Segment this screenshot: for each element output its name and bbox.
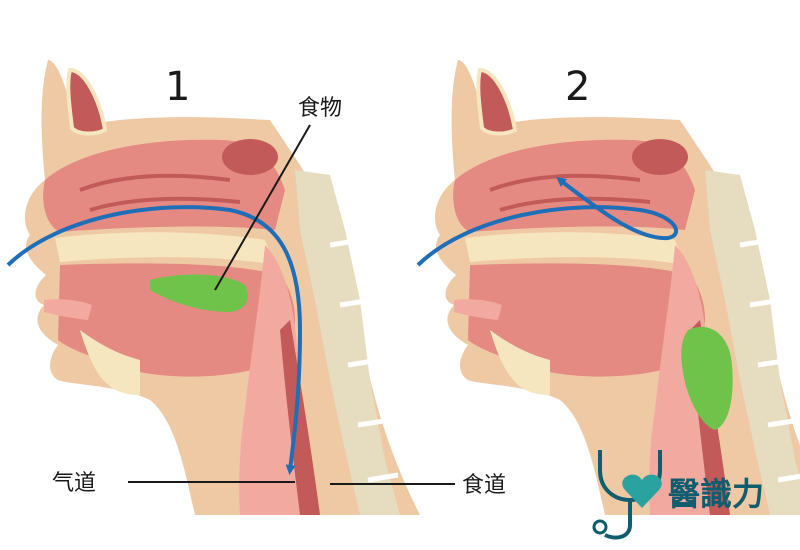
airway-label: 气道 xyxy=(52,471,96,496)
food-leader-line xyxy=(214,124,311,291)
food-bolus xyxy=(150,274,248,312)
panel-1: 1 食物 xyxy=(6,60,420,515)
brand-logo: 醫識力 xyxy=(592,450,764,540)
brand-name: 醫識力 xyxy=(668,475,764,513)
panel-number-1: 1 xyxy=(165,64,190,110)
airflow-arrow-nasal xyxy=(416,176,679,267)
panel-number-2: 2 xyxy=(565,64,590,110)
food-bolus-esophagus xyxy=(681,326,733,430)
panel-2: 2 xyxy=(416,60,800,515)
airflow-arrow xyxy=(6,205,303,475)
esophagus-label: 食道 xyxy=(462,473,506,498)
airway-callout: 气道 xyxy=(52,471,295,496)
esophagus-callout: 食道 xyxy=(330,473,506,498)
heart-icon xyxy=(622,474,662,508)
food-label: 食物 xyxy=(298,96,342,121)
